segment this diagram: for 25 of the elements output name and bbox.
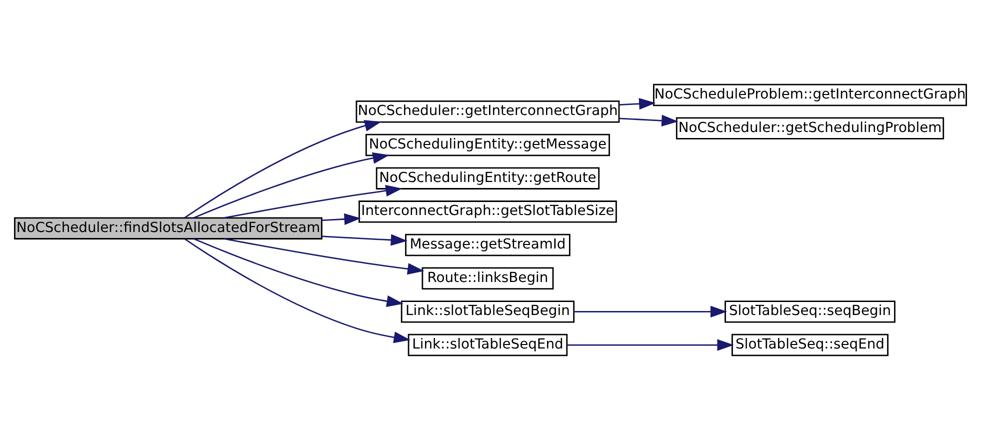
node-box: NoCSchedulingEntity::getMessage: [365, 134, 610, 156]
arrow: [224, 184, 402, 219]
arrow: [619, 98, 656, 110]
arrow: [619, 114, 678, 126]
arrow: [322, 213, 361, 225]
arrow: [567, 339, 734, 351]
node-box: Route::linksBegin: [422, 267, 554, 290]
node-box: SlotTableSeq::seqEnd: [732, 334, 888, 356]
arrow: [194, 238, 404, 307]
node-box: NoCScheduleProblem::getInterconnectGraph: [653, 84, 967, 106]
node-box: Link::slotTableSeqEnd: [408, 334, 568, 356]
arrow: [194, 152, 390, 218]
node-box: Link::slotTableSeqBegin: [400, 300, 575, 323]
arrow: [224, 238, 424, 275]
node-box: NoCScheduler::getSchedulingProblem: [676, 117, 944, 140]
arrow: [184, 238, 410, 344]
node-box: NoCSchedulingEntity::getRoute: [376, 167, 600, 190]
arrow: [574, 306, 728, 318]
node-box: NoCScheduler::findSlotsAllocatedForStream: [14, 217, 322, 240]
arrow: [322, 234, 408, 246]
arrow: [184, 120, 382, 218]
node-box: InterconnectGraph::getSlotTableSize: [358, 200, 617, 223]
node-box: SlotTableSeq::seqBegin: [724, 300, 896, 323]
node-box: NoCScheduler::getInterconnectGraph: [356, 100, 620, 123]
node-box: Message::getStreamId: [405, 234, 570, 256]
